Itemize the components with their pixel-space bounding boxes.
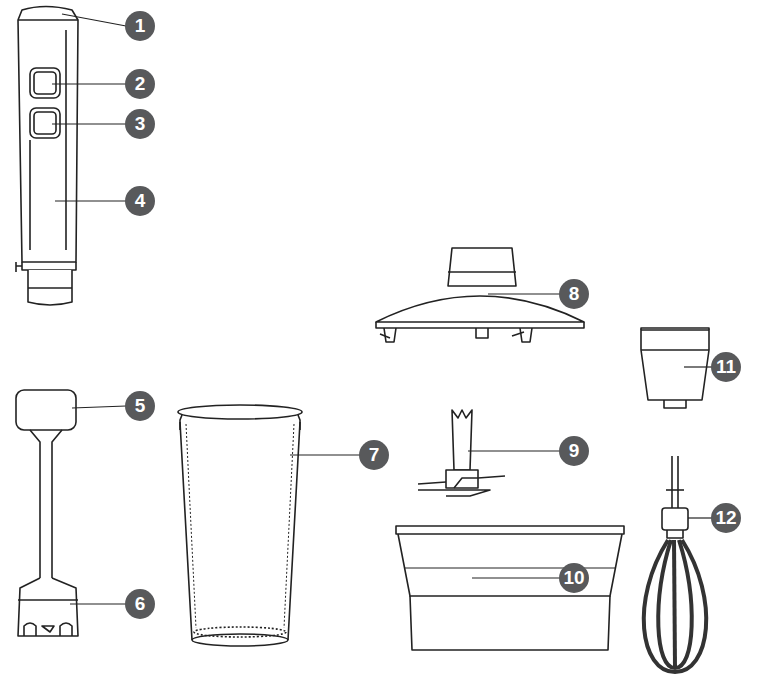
callout-number: 4 [125, 186, 155, 216]
callout-number: 1 [125, 11, 155, 41]
whisk [644, 456, 706, 672]
callout-number: 8 [559, 279, 589, 309]
callout-circles [125, 11, 741, 619]
callout-number: 10 [559, 563, 589, 593]
chopper-bowl [396, 526, 624, 650]
callout-number: 9 [559, 436, 589, 466]
callout-number: 5 [125, 391, 155, 421]
callout-number: 12 [711, 503, 741, 533]
callout-number: 2 [125, 69, 155, 99]
whisk-coupler [641, 328, 709, 408]
callout-number: 11 [711, 352, 741, 382]
motor-handle [16, 7, 78, 306]
chopper-blade [418, 410, 505, 496]
leader-lines [52, 14, 712, 604]
callout-number: 6 [125, 589, 155, 619]
blending-shaft [16, 390, 78, 636]
chopper-lid [376, 248, 584, 342]
callout-number: 3 [125, 109, 155, 139]
beaker [178, 405, 302, 646]
callout-number: 7 [359, 440, 389, 470]
